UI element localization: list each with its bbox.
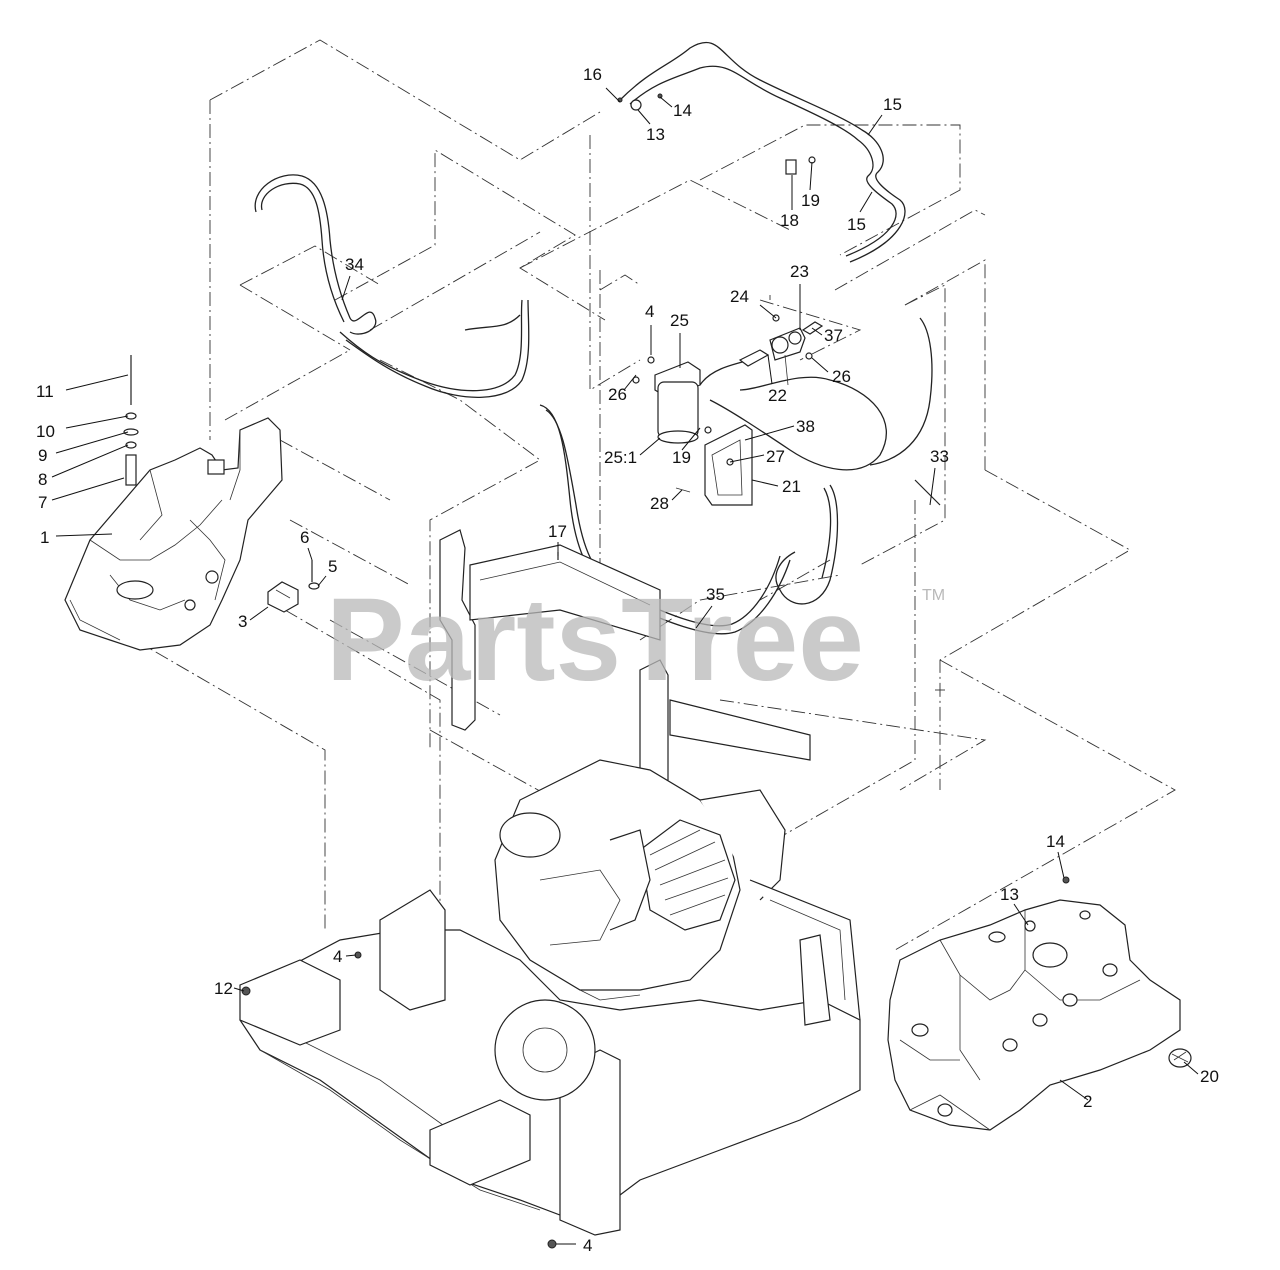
callout-label: 26 — [832, 367, 851, 386]
callout-label: 23 — [790, 262, 809, 281]
callout-label: 14 — [673, 101, 692, 120]
callout-label: 16 — [583, 65, 602, 84]
mower-frame — [239, 529, 861, 1236]
callout-leader — [623, 374, 637, 391]
mount-block — [267, 560, 320, 613]
callout-leader — [345, 954, 357, 957]
callout-leader — [637, 109, 651, 125]
callout-label: 3 — [238, 612, 247, 631]
callout-leader — [859, 191, 873, 213]
callout-label: 25 — [670, 311, 689, 330]
callout-label: 19 — [672, 448, 691, 467]
callout-label: 15 — [847, 215, 866, 234]
callout-leader — [51, 477, 125, 501]
callout-label: 5 — [328, 557, 337, 576]
hose-clamp-top — [785, 156, 816, 175]
callout-leader — [811, 327, 823, 336]
callout-label: 2 — [1083, 1092, 1092, 1111]
callout-leader — [307, 547, 313, 561]
callout-label: 37 — [824, 326, 843, 345]
callout-leader — [751, 479, 779, 487]
callout-leader — [1059, 1079, 1089, 1101]
callout-label: 19 — [801, 191, 820, 210]
phantom-lines — [134, 39, 1176, 981]
fuel-filter-assembly — [632, 356, 753, 506]
callout-label: 17 — [548, 522, 567, 541]
callout-label: 14 — [1046, 832, 1065, 851]
callout-label: 4 — [583, 1236, 592, 1255]
callout-label: 11 — [36, 382, 54, 401]
callout-label: 13 — [646, 125, 665, 144]
callout-label: 33 — [930, 447, 949, 466]
callout-leader — [639, 437, 661, 456]
callout-leader — [681, 427, 701, 451]
callout-leader — [65, 415, 129, 429]
callout-label: 10 — [36, 422, 55, 441]
callout-leader — [809, 161, 813, 191]
callout-label: 34 — [345, 255, 364, 274]
callout-label: 18 — [780, 211, 799, 230]
watermark-text: PartsTree — [326, 574, 864, 706]
callout-leader — [605, 87, 621, 103]
callout-label: 25:1 — [604, 448, 637, 467]
callout-label: 4 — [333, 947, 342, 966]
callout-leader — [659, 96, 673, 108]
callout-leader — [767, 354, 773, 385]
callout-label: 15 — [883, 95, 902, 114]
bolt-stack — [123, 355, 139, 486]
callout-label: 21 — [782, 477, 801, 496]
callout-label: 26 — [608, 385, 627, 404]
callout-leader — [1183, 1061, 1199, 1075]
callout-label: 20 — [1200, 1067, 1219, 1086]
callout-label: 38 — [796, 417, 815, 436]
callout-label: 12 — [214, 979, 233, 998]
callout-label: 22 — [768, 386, 787, 405]
callout-label: 8 — [38, 470, 47, 489]
callout-leader — [729, 454, 765, 463]
callout-leader — [671, 489, 683, 501]
callout-leader — [867, 114, 883, 136]
callout-leader — [55, 533, 113, 537]
callout-leader — [929, 467, 936, 506]
callout-leader — [811, 357, 829, 373]
callout-leader — [1013, 903, 1029, 926]
callout-label: 7 — [38, 493, 47, 512]
fuel-pump-assembly — [738, 314, 824, 386]
callout-label: 35 — [706, 585, 725, 604]
callout-leader — [1057, 851, 1065, 879]
callout-leader — [341, 275, 351, 301]
fuel-tank-right — [887, 899, 1192, 1131]
callout-leader — [233, 987, 245, 992]
callout-leader — [695, 605, 713, 629]
watermark-tm: TM — [922, 587, 945, 604]
callout-label: 4 — [645, 302, 654, 321]
callout-leader — [51, 444, 129, 478]
callout-leader — [65, 374, 129, 391]
callout-leader — [249, 606, 269, 621]
callout-label: 1 — [40, 528, 49, 547]
callout-label: 9 — [38, 446, 47, 465]
callout-label: 6 — [300, 528, 309, 547]
callout-leader — [759, 304, 777, 319]
callout-leader — [55, 431, 129, 454]
callout-leader — [317, 575, 327, 587]
callout-leader — [744, 425, 795, 441]
callout-label: 27 — [766, 447, 785, 466]
callout-label: 13 — [1000, 885, 1019, 904]
callout-label: 24 — [730, 287, 749, 306]
fuel-tank-left — [64, 417, 283, 651]
callout-label: 28 — [650, 494, 669, 513]
